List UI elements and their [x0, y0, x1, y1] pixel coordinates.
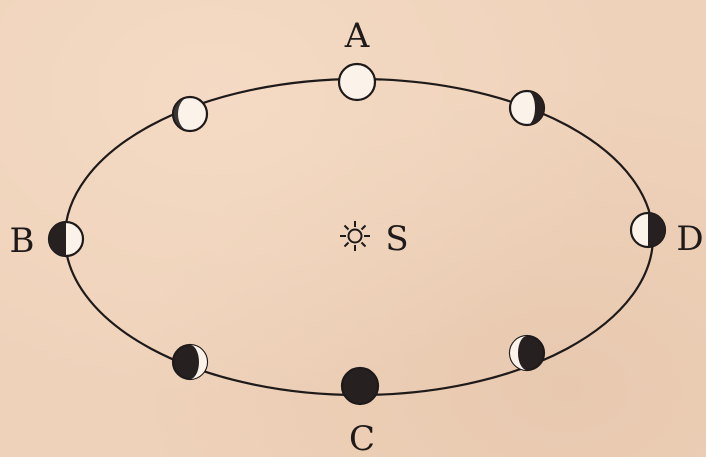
label-sun: S	[385, 219, 408, 259]
moon-phase-new	[342, 368, 378, 404]
sun-icon	[340, 221, 370, 251]
moon-phase-waning-crescent	[510, 336, 544, 370]
moon-phase-last-quarter	[631, 213, 665, 247]
label-c: C	[349, 419, 375, 457]
orbit-path	[65, 79, 653, 395]
moon-phase-full	[339, 64, 375, 100]
moon-phase-waning-gibbous	[510, 91, 544, 125]
moon-phase-waxing-crescent	[173, 345, 207, 379]
label-b: B	[10, 221, 35, 261]
moon-phase-first-quarter	[49, 222, 83, 256]
moon-phase-waxing-gibbous	[173, 97, 207, 131]
label-a: A	[344, 16, 370, 56]
label-d: D	[676, 219, 703, 259]
